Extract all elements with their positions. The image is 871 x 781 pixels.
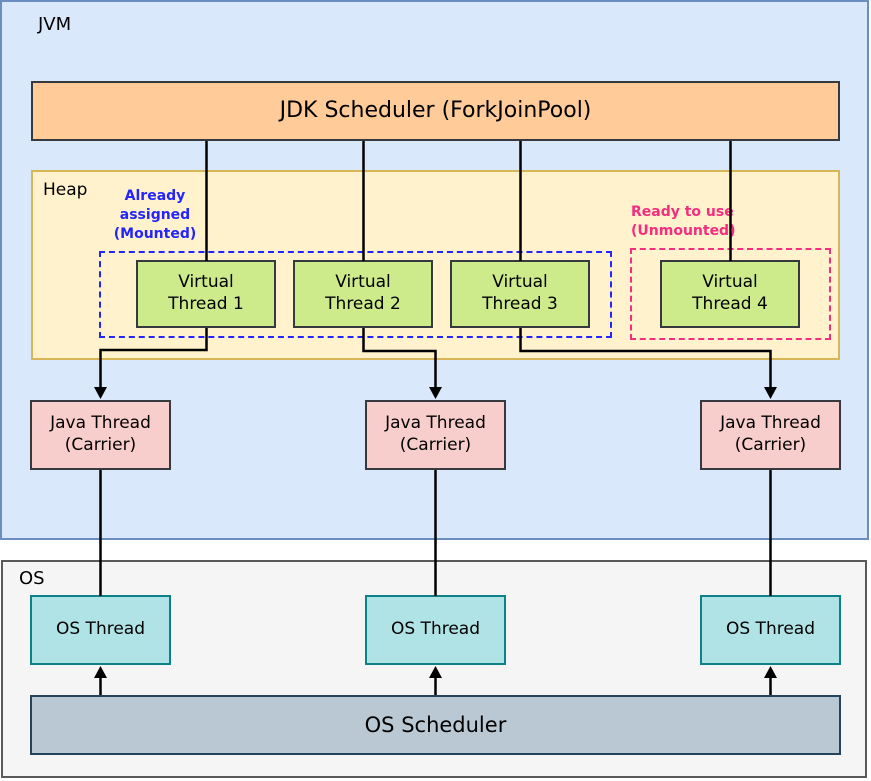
os-thread-1-box: OS Thread bbox=[30, 595, 171, 665]
os-thread-3-box: OS Thread bbox=[700, 595, 841, 665]
virtual-thread-3-box: Virtual Thread 3 bbox=[450, 260, 590, 328]
heap-label: Heap bbox=[43, 180, 88, 200]
java-thread-carrier-1-box: Java Thread (Carrier) bbox=[30, 400, 171, 470]
jdk-scheduler-box: JDK Scheduler (ForkJoinPool) bbox=[31, 81, 840, 141]
virtual-thread-2-box: Virtual Thread 2 bbox=[293, 260, 433, 328]
unmounted-caption: Ready to use (Unmounted) bbox=[631, 204, 736, 239]
mounted-caption: Already assigned (Mounted) bbox=[113, 188, 197, 242]
java-thread-carrier-2-box: Java Thread (Carrier) bbox=[365, 400, 506, 470]
java-thread-carrier-3-box: Java Thread (Carrier) bbox=[700, 400, 841, 470]
mounted-group-outline bbox=[99, 251, 612, 338]
virtual-thread-4-box: Virtual Thread 4 bbox=[660, 260, 800, 328]
os-scheduler-box: OS Scheduler bbox=[30, 695, 841, 755]
os-label: OS bbox=[19, 568, 45, 589]
os-thread-2-box: OS Thread bbox=[365, 595, 506, 665]
virtual-thread-1-box: Virtual Thread 1 bbox=[136, 260, 276, 328]
jvm-label: JVM bbox=[38, 14, 72, 35]
